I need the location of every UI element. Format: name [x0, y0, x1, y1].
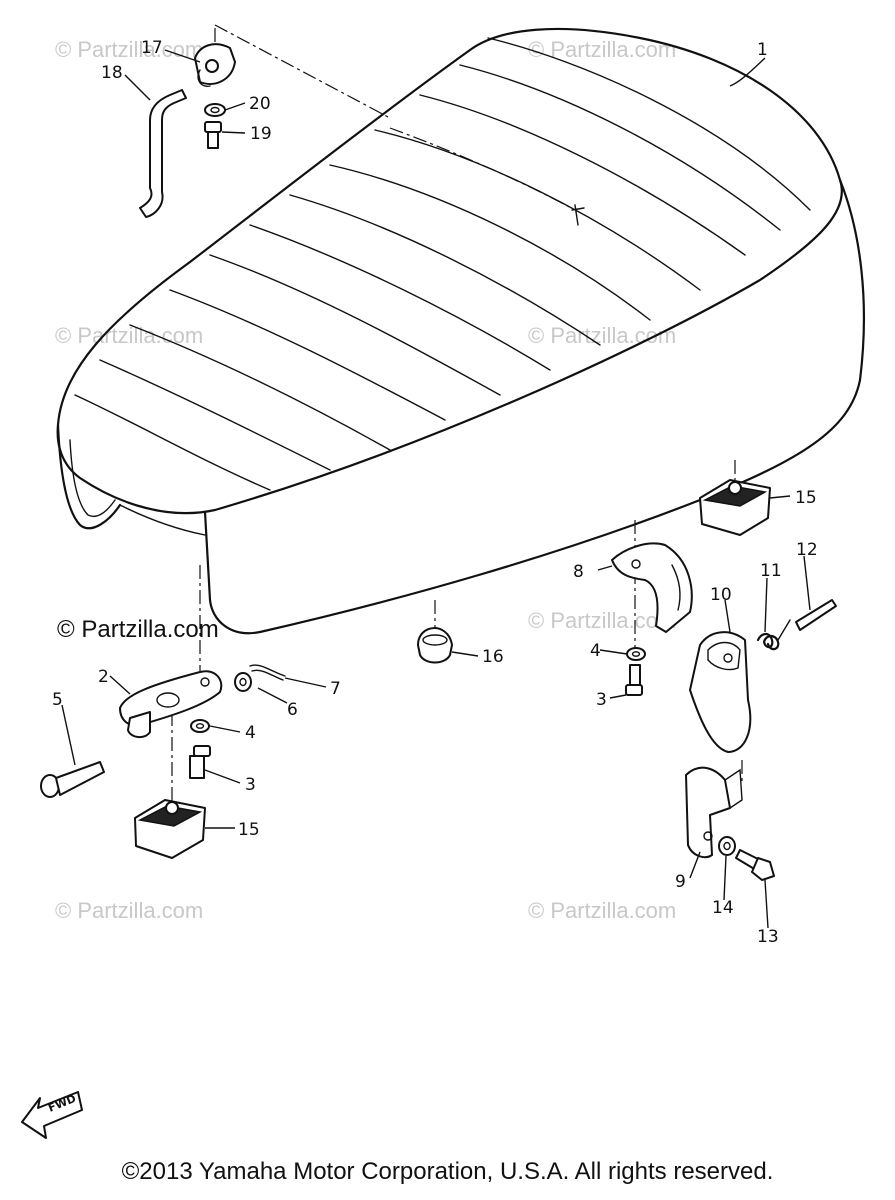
fwd-arrow-icon: FWD	[21, 1091, 83, 1139]
callout-1: 1	[757, 40, 768, 60]
part-4-washer-right	[626, 647, 646, 661]
part-15-damper-right	[699, 479, 771, 536]
callout-15-left: 15	[238, 820, 260, 840]
callout-12: 12	[796, 540, 818, 560]
callout-20: 20	[249, 94, 271, 114]
part-15-damper-left	[134, 799, 206, 859]
callout-5: 5	[52, 690, 63, 710]
callout-14: 14	[712, 898, 734, 918]
seat-ribs	[74, 37, 811, 491]
part-13-bolt	[735, 849, 775, 881]
callout-10: 10	[710, 585, 732, 605]
callout-2: 2	[98, 667, 109, 687]
part-11-spring	[756, 619, 791, 651]
part-4-washer-left	[190, 719, 210, 733]
watermark: © Partzilla.com	[528, 898, 676, 923]
leader-lines	[61, 49, 811, 929]
part-10-latch	[689, 631, 752, 753]
watermarks: © Partzilla.com © Partzilla.com © Partzi…	[55, 37, 676, 923]
part-6-washer	[234, 672, 252, 692]
part-17-bracket	[194, 43, 236, 87]
part-20-washer	[204, 103, 226, 117]
watermark: © Partzilla.com	[528, 323, 676, 348]
callout-19: 19	[250, 124, 272, 144]
part-8-bracket	[611, 542, 693, 633]
callouts: 1 17 18 20 19 15 12 8 11 10 16 4 3 2 5 7…	[52, 38, 818, 947]
part-12-pin	[795, 599, 837, 631]
seat	[56, 27, 866, 635]
watermark: © Partzilla.com	[528, 608, 676, 633]
part-19-bolt	[204, 121, 222, 149]
part-5-pin	[40, 761, 105, 798]
watermark: © Partzilla.com	[55, 37, 203, 62]
part-2-hinge-plate	[119, 670, 223, 738]
callout-18: 18	[101, 63, 123, 83]
callout-7: 7	[330, 679, 341, 699]
part-9-bracket	[685, 766, 743, 859]
callout-3-left: 3	[245, 775, 256, 795]
callout-9: 9	[675, 872, 686, 892]
part-14-washer	[718, 836, 736, 856]
watermark-main: © Partzilla.com	[57, 616, 219, 643]
part-18-rod	[139, 89, 187, 218]
callout-17: 17	[141, 38, 163, 58]
watermark: © Partzilla.com	[55, 323, 203, 348]
copyright-notice: ©2013 Yamaha Motor Corporation, U.S.A. A…	[121, 1158, 774, 1185]
callout-6: 6	[287, 700, 298, 720]
assembly-lines	[171, 24, 743, 820]
callout-8: 8	[573, 562, 584, 582]
callout-4-right: 4	[590, 641, 601, 661]
part-16-damper	[417, 627, 453, 664]
callout-3-right: 3	[596, 690, 607, 710]
watermark: © Partzilla.com	[55, 898, 203, 923]
part-7-cotter-pin	[249, 664, 286, 681]
callout-15-right: 15	[795, 488, 817, 508]
callout-4-left: 4	[245, 723, 256, 743]
part-3-bolt-left	[189, 745, 211, 779]
callout-16: 16	[482, 647, 504, 667]
part-3-bolt-right	[625, 664, 643, 696]
callout-11: 11	[760, 561, 782, 581]
callout-13: 13	[757, 927, 779, 947]
